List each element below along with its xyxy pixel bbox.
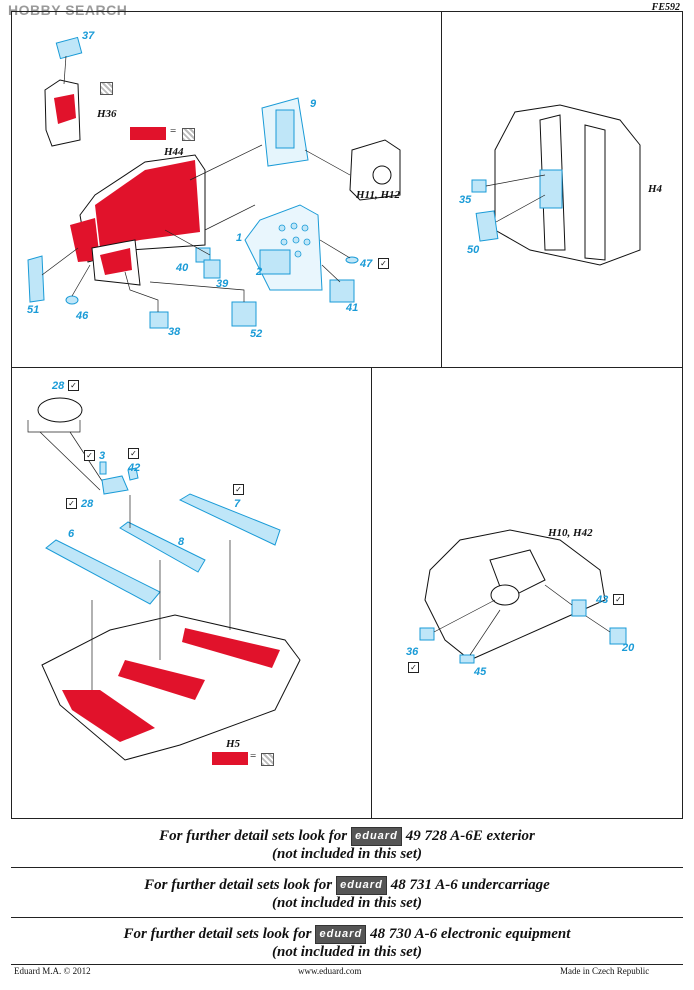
check-icon: ✓ [84,450,95,461]
callout-20: 20 [622,642,635,654]
check-icon: ✓ [233,484,244,495]
callout-45: 45 [474,666,487,678]
callout-37: 37 [82,30,95,42]
red-swatch-h44 [130,127,166,140]
part-35 [471,179,487,193]
tub-red-right [182,628,280,668]
seat-part-red [54,94,76,124]
part-39 [203,259,221,279]
check-icon: ✓ [68,380,79,391]
part-52 [231,301,257,327]
callout-41: 41 [346,302,359,314]
callout-40: 40 [176,262,189,274]
label-h10-h42: H10, H42 [548,527,593,539]
inset-part-28 [37,397,83,423]
label-h5: H5 [226,738,241,750]
red-swatch-h5 [212,752,248,765]
callout-51: 51 [27,304,40,316]
part-37 [55,36,83,60]
part-47 [345,256,359,264]
callout-39: 39 [216,278,229,290]
tub-red-center [118,660,205,700]
check-icon: ✓ [128,448,139,459]
label-h36: H36 [97,108,117,120]
check-icon: ✓ [408,662,419,673]
eduard-logo: eduard [336,876,387,895]
part-42 [127,467,139,481]
callout-6: 6 [68,528,75,540]
callout-7: 7 [234,498,241,510]
grey-swatch [100,82,113,95]
equals-h5: = [250,750,257,762]
tub-red-left [62,690,155,742]
part-46 [65,295,79,305]
callout-8: 8 [178,536,185,548]
part-41 [329,279,355,303]
part-38 [149,311,169,329]
callout-28a: 28 [52,380,65,392]
main-coaming-red [95,160,200,248]
callout-2: 2 [256,266,263,278]
website: www.eduard.com [298,966,362,976]
product-code: FE592 [651,2,680,13]
seat-decal [539,169,563,209]
grey-swatch-h44 [182,128,195,141]
part-28 [101,475,129,495]
callout-50: 50 [467,244,480,256]
callout-36: 36 [406,646,419,658]
check-icon: ✓ [378,258,389,269]
check-icon: ✓ [613,594,624,605]
callout-28b: 28 [81,498,94,510]
hobby-search-logo: HOBBY SEARCH [8,2,128,18]
part-6 [45,539,161,605]
part-3 [99,461,107,475]
part-7 [178,493,281,546]
part-8 [119,521,206,573]
part-36 [419,627,435,641]
equals: = [170,125,177,137]
part-51 [27,255,45,303]
label-h4: H4 [648,183,663,195]
callout-38: 38 [168,326,181,338]
ejection-seat [494,104,641,266]
callout-9: 9 [310,98,317,110]
callout-43: 43 [596,594,609,606]
part-50 [475,210,499,242]
copyright: Eduard M.A. © 2012 [14,966,91,976]
part-2 [259,249,291,275]
callout-3: 3 [99,450,106,462]
part-45 [459,654,475,664]
callout-35: 35 [459,194,472,206]
callout-47: 47 [360,258,373,270]
callout-1: 1 [236,232,243,244]
callout-42: 42 [128,462,141,474]
eduard-logo: eduard [315,925,367,944]
part-43 [571,599,587,617]
callout-52: 52 [250,328,263,340]
callout-46: 46 [76,310,89,322]
check-icon: ✓ [66,498,77,509]
label-h11-h12: H11, H12 [356,189,401,201]
label-h44: H44 [164,146,184,158]
eduard-logo: eduard [351,827,402,846]
made-in: Made in Czech Republic [560,966,650,976]
part-20 [609,627,627,645]
grey-swatch-h5 [261,753,274,766]
